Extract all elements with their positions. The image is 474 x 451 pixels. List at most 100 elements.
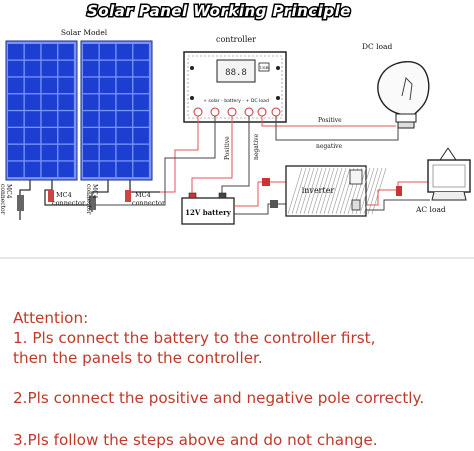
solar-cell <box>41 144 58 161</box>
note-line-2: 2.Pls connect the positive and negative … <box>13 389 425 407</box>
solar-cell <box>24 128 41 144</box>
solar-panel-right <box>80 40 153 181</box>
tv-icon <box>427 147 471 201</box>
solar-cell <box>116 94 133 110</box>
mc4-left-label: MC4 <box>56 191 72 199</box>
controller-label: controller <box>216 35 256 44</box>
solar-cell <box>133 111 149 127</box>
notes-heading: Attention: <box>13 309 89 327</box>
solar-cell <box>58 60 74 77</box>
note-line-1: 1. Pls connect the battery to the contro… <box>13 329 376 347</box>
solar-cell <box>116 77 133 94</box>
solar-cell <box>83 60 99 77</box>
solar-panel-left <box>5 40 78 181</box>
mc4-vertical-left: MC4 <box>5 184 12 199</box>
solar-model-label: Solar Model <box>61 28 108 37</box>
solar-cell <box>24 111 41 127</box>
solar-cell <box>83 94 99 110</box>
solar-cell <box>83 111 99 127</box>
solar-cell <box>133 161 149 178</box>
solar-cell <box>116 111 133 127</box>
solar-cell <box>8 77 24 94</box>
solar-cell <box>99 94 116 110</box>
mc4-vertical-right: MC4 <box>91 184 98 199</box>
attention-notes: Attention: 1. Pls connect the battery to… <box>13 308 468 450</box>
solar-cell <box>133 60 149 77</box>
solar-cell <box>58 111 74 127</box>
solar-cell <box>58 44 74 60</box>
mc4-connector-icon <box>17 190 131 211</box>
inverter <box>285 165 387 217</box>
ac-load-label: AC load <box>415 205 446 214</box>
solar-cell <box>8 161 24 178</box>
solar-cell <box>8 111 24 127</box>
solar-cell <box>116 144 133 161</box>
inverter-label: inverter <box>302 186 335 195</box>
controller-display: 88.8 <box>225 68 247 78</box>
solar-cell <box>83 144 99 161</box>
solar-cell <box>83 128 99 144</box>
solar-cell <box>41 60 58 77</box>
controller-terminals: + solar - battery - + DC load <box>203 98 269 104</box>
solar-cell <box>133 94 149 110</box>
mc4-right-label: MC4 <box>135 191 151 199</box>
solar-cell <box>58 128 74 144</box>
solar-cell <box>24 144 41 161</box>
solar-cell <box>133 44 149 60</box>
positive-vertical-label: Positive <box>224 136 231 160</box>
solar-cell <box>133 144 149 161</box>
mc4-right-sub: connector <box>132 199 166 207</box>
solar-cell <box>116 60 133 77</box>
solar-cell <box>24 77 41 94</box>
connector-vertical-right: connector <box>85 184 92 215</box>
mc4-left-sub: connector <box>52 199 86 207</box>
solar-cell <box>83 77 99 94</box>
positive-label: Positive <box>318 117 342 124</box>
solar-cell <box>8 60 24 77</box>
solar-cell <box>133 77 149 94</box>
solar-cell <box>24 161 41 178</box>
solar-cell <box>58 144 74 161</box>
solar-cell <box>99 44 116 60</box>
note-line-3: 3.Pls follow the steps above and do not … <box>13 431 378 449</box>
solar-cell <box>116 44 133 60</box>
solar-diagram: Solar Panel Working Principle Solar Mode… <box>0 1 474 259</box>
controller-usb: USB <box>259 65 268 70</box>
solar-cell <box>41 94 58 110</box>
solar-cell <box>116 128 133 144</box>
solar-cell <box>41 161 58 178</box>
solar-cell <box>8 144 24 161</box>
solar-cell <box>83 44 99 60</box>
dc-load-label: DC load <box>362 42 393 51</box>
connector-vertical-left: connector <box>0 184 6 215</box>
solar-cell <box>99 111 116 127</box>
solar-cell <box>116 161 133 178</box>
solar-cell <box>58 161 74 178</box>
battery-label: 12V battery <box>185 208 232 217</box>
note-line-1b: then the panels to the controller. <box>13 349 263 367</box>
solar-cell <box>41 44 58 60</box>
solar-cell <box>58 77 74 94</box>
solar-cell <box>83 161 99 178</box>
negative-vertical-label: negative <box>253 133 260 160</box>
solar-cell <box>8 128 24 144</box>
solar-cell <box>41 77 58 94</box>
solar-cell <box>99 144 116 161</box>
solar-cell <box>24 44 41 60</box>
solar-cell <box>24 60 41 77</box>
solar-cell <box>99 161 116 178</box>
negative-label: negative <box>316 143 343 150</box>
diagram-title: Solar Panel Working Principle <box>87 2 351 20</box>
light-bulb-icon <box>377 60 430 129</box>
solar-cell <box>99 60 116 77</box>
solar-cell <box>41 128 58 144</box>
solar-cell <box>8 94 24 110</box>
solar-cell <box>133 128 149 144</box>
battery <box>181 192 235 225</box>
solar-cell <box>99 77 116 94</box>
solar-cell <box>41 111 58 127</box>
solar-cell <box>58 94 74 110</box>
solar-cell <box>99 128 116 144</box>
solar-cell <box>8 44 24 60</box>
solar-cell <box>24 94 41 110</box>
